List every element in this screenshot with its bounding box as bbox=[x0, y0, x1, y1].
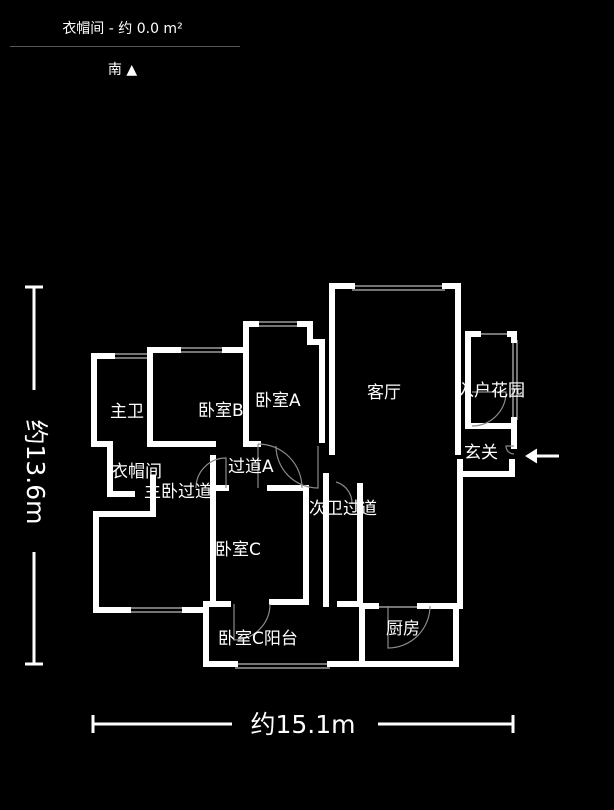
room-label-bedroom-b: 卧室B bbox=[198, 401, 244, 421]
room-label-bedroom-a: 卧室A bbox=[255, 391, 301, 411]
arrow-left-icon bbox=[525, 448, 559, 464]
plan-title: 衣帽间 - 约 0.0 m² bbox=[62, 21, 183, 37]
room-label-foyer: 玄关 bbox=[464, 443, 498, 463]
width-label: 约15.1m bbox=[250, 710, 355, 739]
room-label-entry-garden: 入户花园 bbox=[457, 381, 525, 401]
room-label-master-corridor: 主卧过道 bbox=[144, 482, 212, 502]
doors bbox=[195, 391, 515, 649]
height-dimension bbox=[25, 285, 43, 666]
room-label-bedroom-c-balcony: 卧室C阳台 bbox=[218, 629, 298, 649]
header-divider bbox=[10, 46, 240, 47]
width-dimension bbox=[91, 715, 515, 733]
room-label-secondary-bath-corridor: 次卫过道 bbox=[309, 499, 377, 519]
room-label-walk-in-closet: 衣帽间 bbox=[111, 462, 162, 482]
room-label-living-room: 客厅 bbox=[367, 383, 401, 403]
compass-indicator: 南 ▲ bbox=[107, 62, 138, 78]
room-label-corridor-a: 过道A bbox=[228, 457, 274, 477]
height-label: 约13.6m bbox=[21, 419, 50, 524]
room-label-bedroom-c: 卧室C bbox=[215, 540, 261, 560]
walls bbox=[91, 283, 517, 667]
room-label-kitchen: 厨房 bbox=[386, 619, 420, 639]
windows bbox=[112, 285, 518, 669]
room-label-master-bath: 主卫 bbox=[110, 402, 144, 422]
